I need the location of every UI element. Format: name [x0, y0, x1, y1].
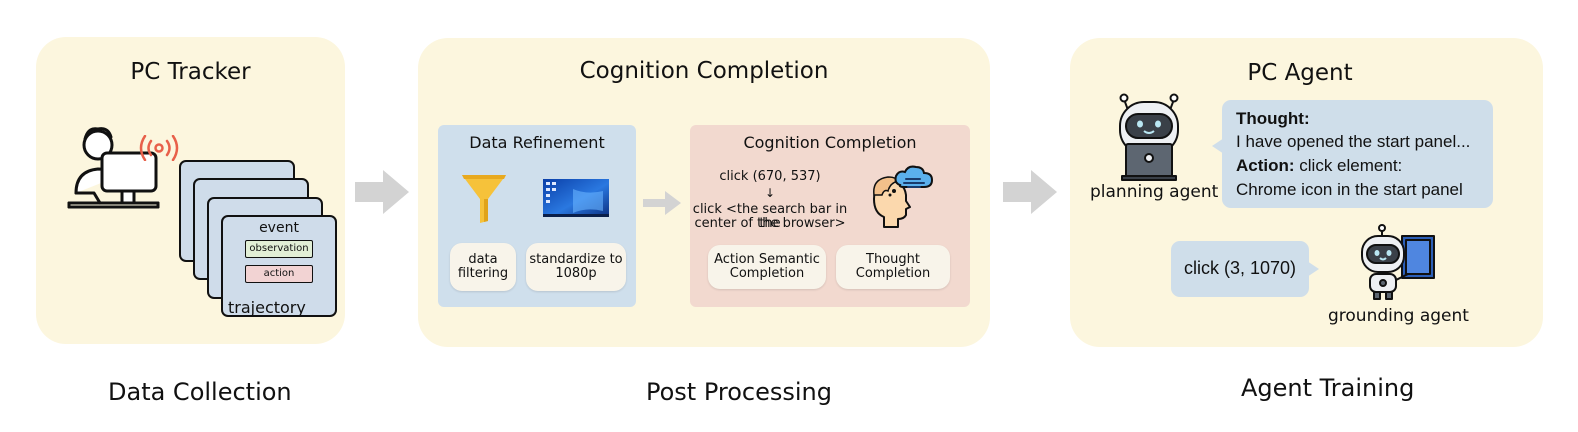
agent-training-caption: Agent Training: [1241, 374, 1415, 402]
person-at-computer-icon: [67, 127, 160, 209]
planning-output-bubble: Thought: I have opened the start panel..…: [1212, 100, 1493, 208]
flow-arrow-2: [1003, 170, 1057, 214]
action-tag: action: [245, 265, 313, 283]
click-description-line2: center of the browser>: [694, 216, 846, 231]
grounding-output-text: click (3, 1070): [1183, 258, 1297, 278]
action-semantic-completion-chip: Action Semantic Completion: [708, 245, 826, 289]
planning-agent-label: planning agent: [1090, 182, 1219, 202]
grounding-output-bubble: click (3, 1070): [1171, 241, 1319, 297]
action-label: Action:: [1236, 156, 1295, 175]
funnel-icon: [462, 175, 506, 223]
down-arrow-text: ↓: [764, 186, 776, 200]
head-thought-cloud-icon: [873, 165, 934, 228]
inner-flow-arrow: [643, 191, 681, 215]
thought-completion-chip: Thought Completion: [836, 245, 950, 289]
agent-training-panel: PC Agent planning agent Thought: I have …: [1070, 38, 1543, 347]
cognition-completion-subtitle: Cognition Completion: [743, 133, 917, 152]
bubble-tail: [1212, 138, 1224, 154]
pc-agent-title: PC Agent: [1247, 60, 1353, 86]
action-text: click element:: [1299, 156, 1403, 175]
click-coordinates-text: click (670, 537): [719, 169, 821, 184]
post-processing-caption: Post Processing: [646, 378, 832, 406]
thought-label: Thought:: [1236, 109, 1310, 128]
flow-arrow-1: [355, 170, 409, 214]
bubble-tail-2: [1307, 261, 1319, 277]
click-description-line1: click <the search bar in the: [692, 202, 848, 231]
action-line: Action: click element:: [1236, 156, 1402, 176]
event-title: event: [259, 220, 299, 236]
grounding-agent-label: grounding agent: [1328, 306, 1469, 326]
cognition-completion-title: Cognition Completion: [579, 58, 829, 84]
event-card: event observation action: [221, 215, 337, 317]
cognition-completion-box: Cognition Completion click (670, 537) ↓ …: [690, 125, 970, 307]
data-collection-caption: Data Collection: [108, 378, 292, 406]
data-refinement-title: Data Refinement: [469, 133, 605, 152]
thought-text: I have opened the start panel...: [1236, 132, 1471, 151]
data-collection-panel: PC Tracker event observation: [36, 37, 345, 344]
robot-with-laptop-icon: [1119, 93, 1179, 181]
action-target-text: Chrome icon in the start panel: [1236, 180, 1463, 199]
post-processing-panel: Cognition Completion Data Refinement: [418, 38, 990, 347]
signal-waves-icon: [139, 135, 179, 161]
pc-tracker-title: PC Tracker: [130, 59, 251, 85]
standardize-chip: standardize to 1080p: [526, 243, 626, 291]
desktop-screenshot-icon: [543, 179, 609, 217]
data-filtering-chip: data filtering: [450, 243, 516, 291]
data-refinement-box: Data Refinement da: [438, 125, 636, 307]
robot-with-screen-icon: [1361, 224, 1435, 300]
trajectory-label: trajectory: [228, 298, 306, 317]
observation-tag: observation: [245, 240, 313, 258]
